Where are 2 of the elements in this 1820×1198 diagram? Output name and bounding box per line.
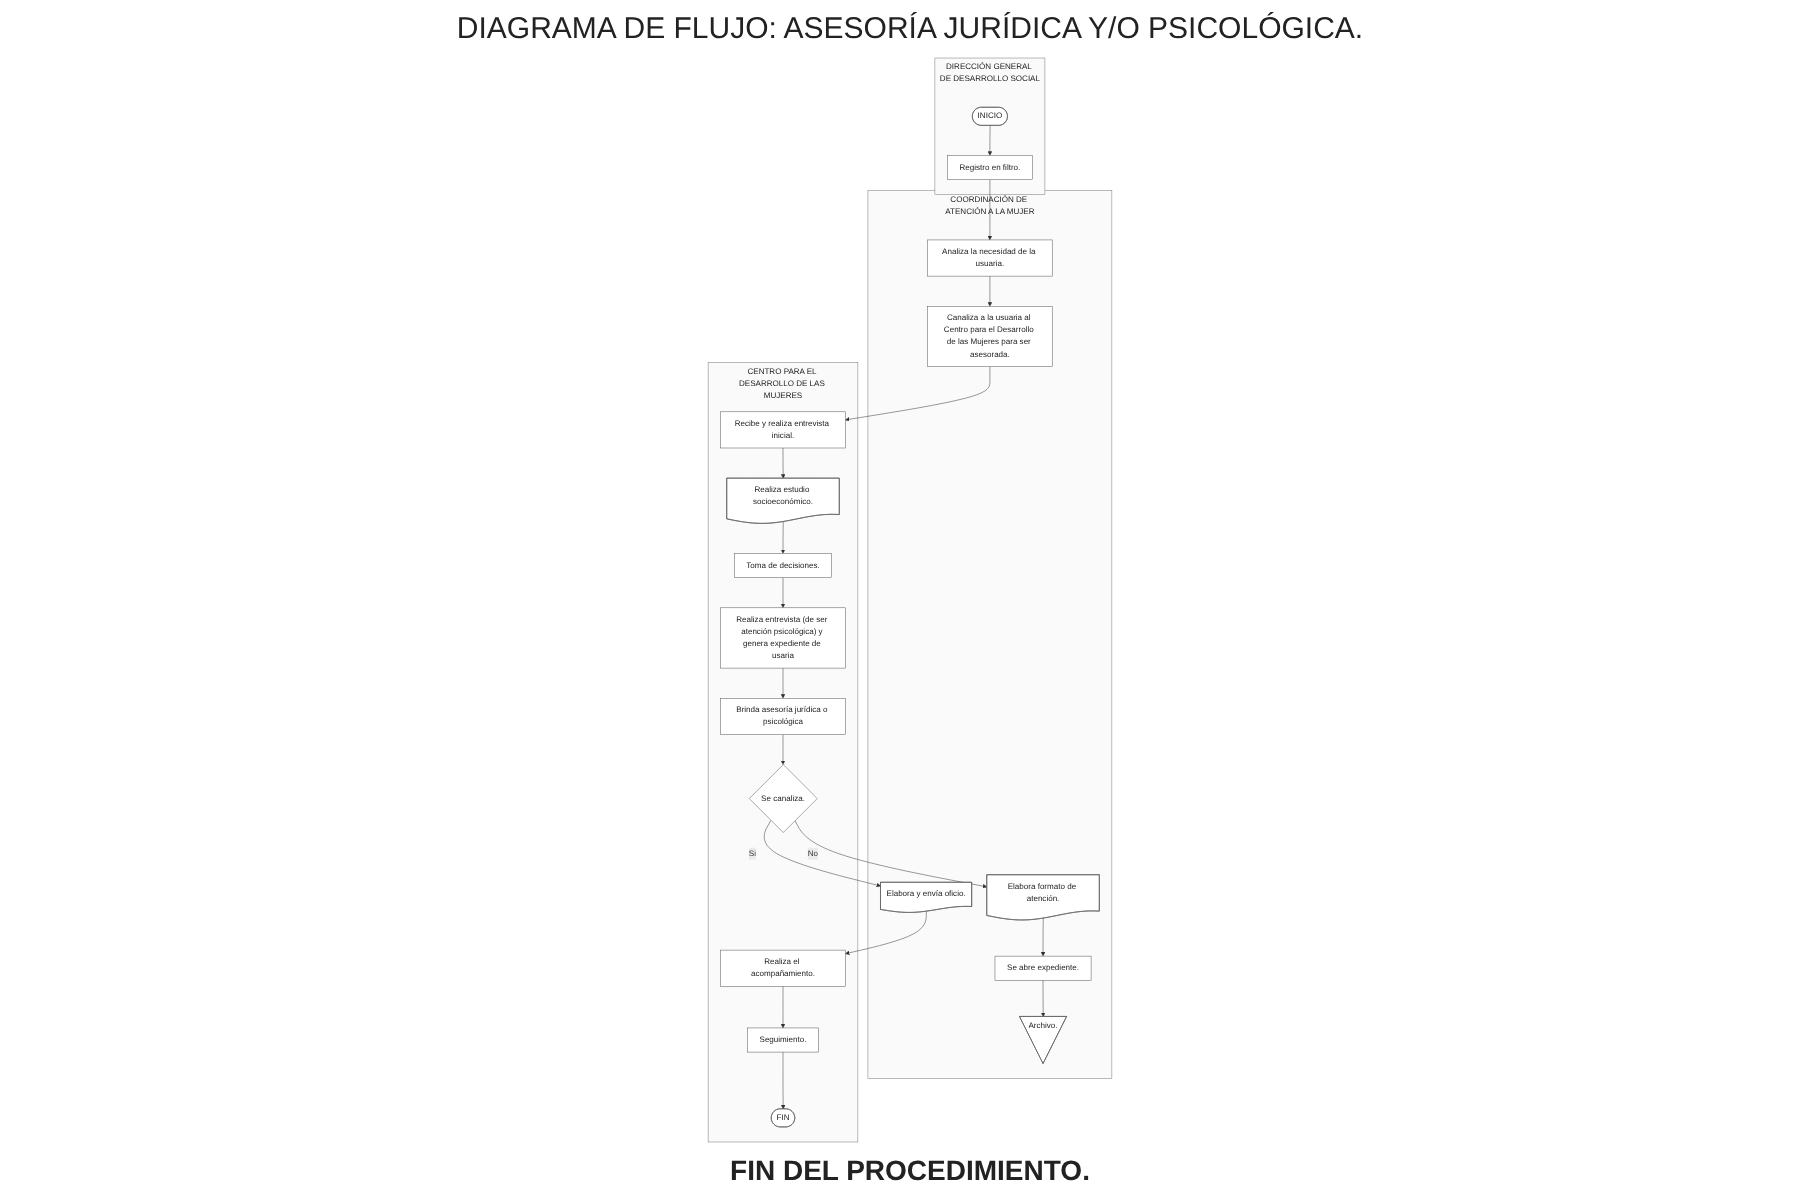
diagram-caption: FIN DEL PROCEDIMIENTO. [730, 1154, 1090, 1186]
diagram-title: DIAGRAMA DE FLUJO: ASESORÍA JURÍDICA Y/O PSICOLÓGICA. [456, 12, 1364, 46]
